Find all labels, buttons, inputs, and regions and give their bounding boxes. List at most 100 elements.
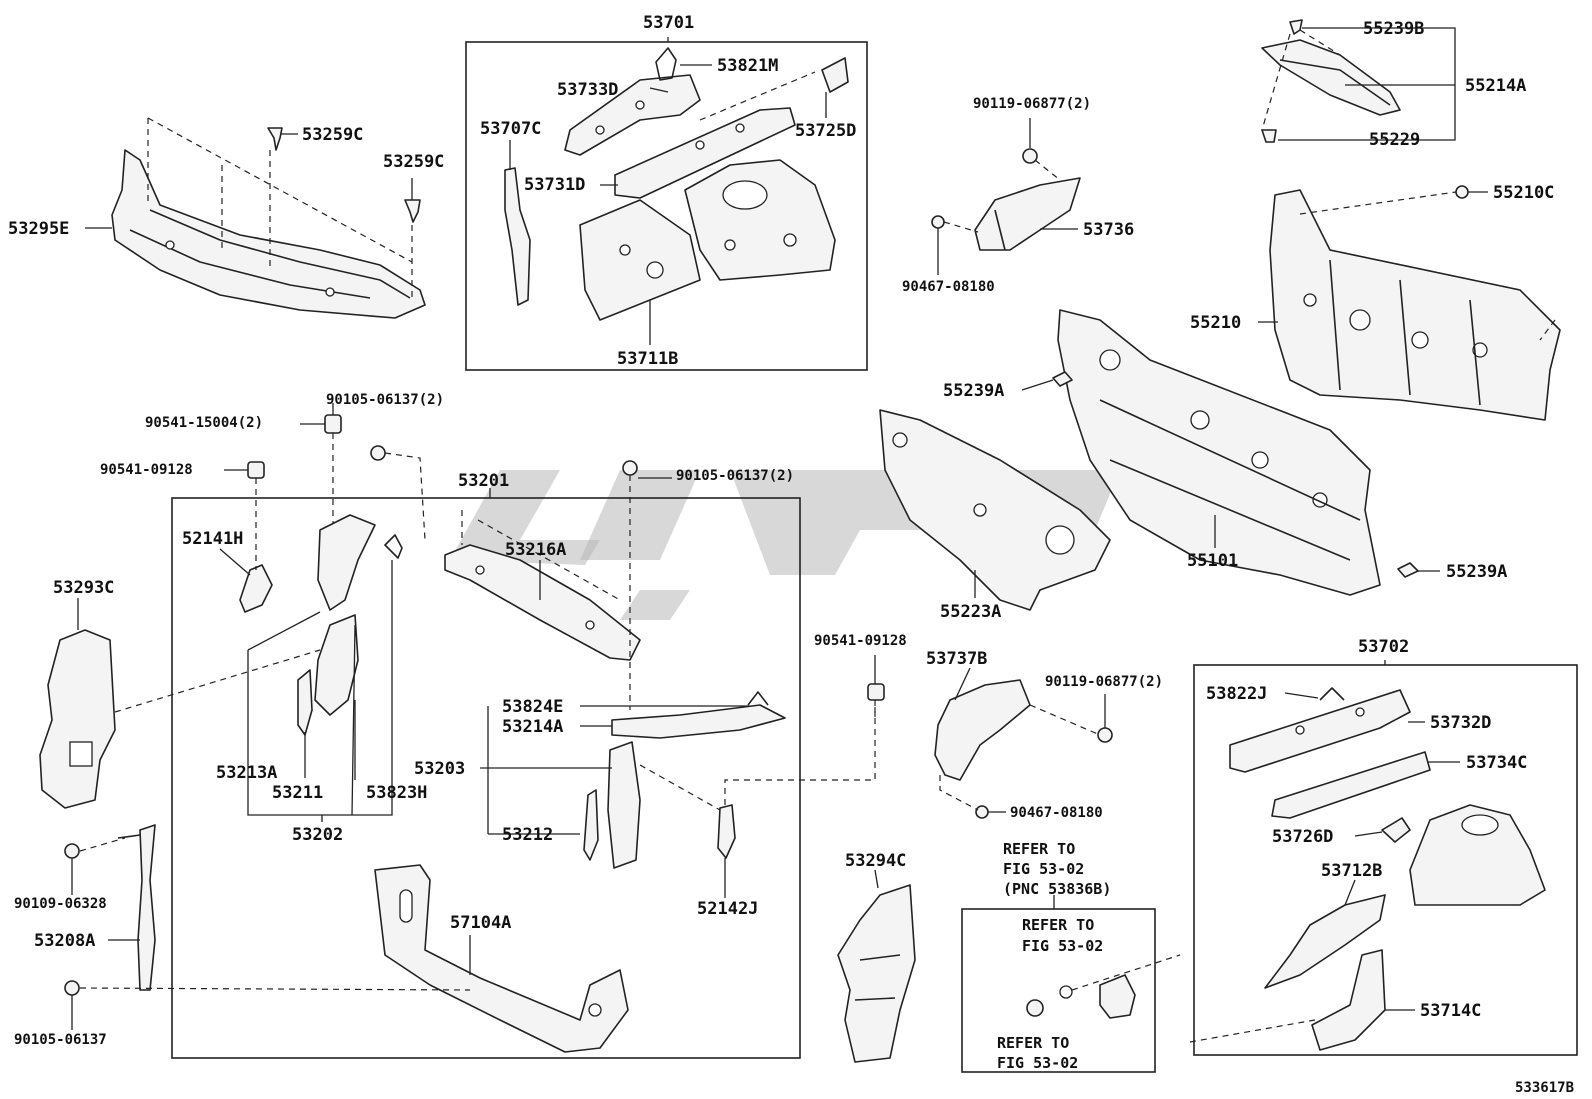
callout-55210C: 55210C [1493, 183, 1554, 203]
part-53213A [297, 669, 313, 736]
part-53214A [611, 704, 786, 739]
callout-53201: 53201 [458, 471, 509, 491]
bolt-90541-15004 [324, 414, 342, 434]
note-refer-to-2: REFER TO [1022, 916, 1094, 934]
part-53823H [384, 534, 403, 559]
part-53731D [614, 107, 796, 199]
note-fig-3: FIG 53-02 [997, 1054, 1078, 1072]
bolt-90105-a [370, 445, 386, 461]
clip-55239B [1289, 19, 1303, 35]
clip-53259C-b [404, 199, 421, 223]
callout-53726D: 53726D [1272, 827, 1333, 847]
callout-53213A: 53213A [216, 763, 277, 783]
part-53294C [837, 884, 916, 1063]
callout-53712B: 53712B [1321, 861, 1382, 881]
callout-55223A: 55223A [940, 602, 1001, 622]
callout-53725D: 53725D [795, 121, 856, 141]
callout-53732D: 53732D [1430, 713, 1491, 733]
callout-90541-09128-b: 90541-09128 [814, 633, 907, 649]
part-53824E [747, 691, 769, 706]
group-box-53701 [465, 41, 868, 371]
callout-53737B: 53737B [926, 649, 987, 669]
callout-55101: 55101 [1187, 551, 1238, 571]
part-53732D [1229, 689, 1411, 773]
callout-53259C-b: 53259C [383, 152, 444, 172]
clip-55210C [1455, 185, 1469, 199]
part-refer-fasteners [1026, 974, 1136, 1019]
part-53737B [934, 679, 1031, 781]
bolt-90119-b [1097, 727, 1113, 743]
callout-55239A-a: 55239A [943, 381, 1004, 401]
callout-55214A: 55214A [1465, 76, 1526, 96]
callout-53212: 53212 [502, 825, 553, 845]
callout-53731D: 53731D [524, 175, 585, 195]
bolt-90109 [64, 843, 80, 859]
callout-53822J: 53822J [1206, 684, 1267, 704]
callout-90105-06137-a: 90105-06137(2) [326, 392, 444, 408]
callout-53711B: 53711B [617, 349, 678, 369]
callout-52141H: 52141H [182, 529, 243, 549]
diagram-id: 533617B [1515, 1080, 1574, 1096]
callout-55239A-b: 55239A [1446, 562, 1507, 582]
callout-53821M: 53821M [717, 56, 778, 76]
callout-53734C: 53734C [1466, 753, 1527, 773]
part-apron-53702 [1409, 804, 1546, 906]
callout-90541-09128-a: 90541-09128 [100, 462, 193, 478]
callout-53259C-a: 53259C [302, 125, 363, 145]
part-55223A [879, 409, 1111, 611]
callout-53824E: 53824E [502, 697, 563, 717]
callout-labels: 53701 53821M 53733D 53725D 53707C 53731D… [8, 13, 1554, 1048]
part-55210 [1269, 189, 1561, 421]
callout-53202: 53202 [292, 825, 343, 845]
part-53725D [821, 57, 849, 93]
callout-53733D: 53733D [557, 80, 618, 100]
clip-53259C-a [267, 127, 283, 151]
note-fig-1: FIG 53-02 [1003, 860, 1084, 878]
clip-55239A-a [1052, 371, 1073, 387]
callout-90119-06877-b: 90119-06877(2) [1045, 674, 1163, 690]
callout-53295E: 53295E [8, 219, 69, 239]
callout-53701: 53701 [643, 13, 694, 33]
callout-53294C: 53294C [845, 851, 906, 871]
part-53714C [1311, 949, 1386, 1051]
bolt-90541-09128-b [867, 683, 885, 701]
note-fig-2: FIG 53-02 [1022, 937, 1103, 955]
callout-53208A: 53208A [34, 931, 95, 951]
part-53822J [1319, 687, 1345, 701]
callout-90119-06877-a: 90119-06877(2) [973, 96, 1091, 112]
part-53295E [111, 149, 426, 319]
callout-57104A: 57104A [450, 913, 511, 933]
part-57104A [374, 864, 629, 1053]
clip-55229 [1261, 129, 1277, 143]
part-53293C [39, 629, 116, 809]
callout-53203: 53203 [414, 759, 465, 779]
clip-55239A-b [1397, 562, 1419, 578]
note-refer-to-1: REFER TO [1003, 840, 1075, 858]
part-apron-53701 [684, 159, 836, 281]
part-55214A [1261, 39, 1401, 116]
callout-53214A: 53214A [502, 717, 563, 737]
callout-52142J: 52142J [697, 899, 758, 919]
part-53712B [1264, 894, 1386, 989]
bolt-90105-c [64, 980, 80, 996]
leader-lines [71, 27, 1488, 1030]
part-55101 [1057, 309, 1381, 596]
callout-90105-06137-c: 90105-06137 [14, 1032, 107, 1048]
group-box-refer [961, 908, 1156, 1073]
callout-90467-08180-b: 90467-08180 [1010, 805, 1103, 821]
reference-notes: REFER TO FIG 53-02 (PNC 53836B) REFER TO… [997, 840, 1111, 1072]
callout-53216A: 53216A [505, 540, 566, 560]
bolt-90541-09128-a [247, 461, 265, 479]
part-53734C [1271, 751, 1431, 819]
callout-90109-06328: 90109-06328 [14, 896, 107, 912]
group-box-53201 [171, 497, 801, 1059]
callout-90541-15004: 90541-15004(2) [145, 415, 263, 431]
bolt-90467-b [975, 805, 989, 819]
part-53736 [974, 177, 1081, 251]
callout-53823H: 53823H [366, 783, 427, 803]
part-53711B [579, 199, 701, 321]
part-53821M [655, 47, 677, 81]
bolt-90119-a [1022, 148, 1038, 164]
callout-53211: 53211 [272, 783, 323, 803]
